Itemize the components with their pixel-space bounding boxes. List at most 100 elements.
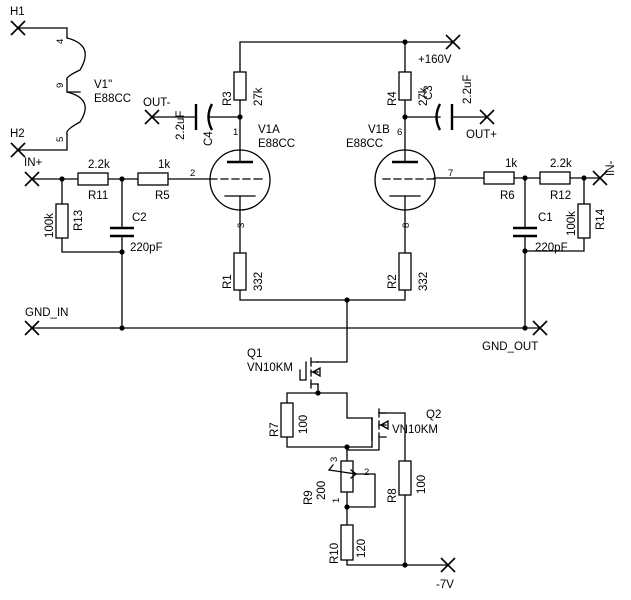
label-in-minus: IN- — [605, 161, 617, 177]
c2-ref: C2 — [132, 212, 147, 224]
c4-value: 2.2uF — [175, 111, 187, 140]
c1-value: 220pF — [535, 242, 568, 254]
label-h1: H1 — [10, 6, 25, 18]
resistor-r3: R3 27k — [222, 71, 265, 106]
resistor-r12: 2.2k R12 — [539, 158, 572, 202]
label-out-minus: OUT- — [143, 97, 171, 109]
capacitor-c1: C1 220pF — [513, 212, 568, 254]
mosfet-q2: Q2 VN10KM — [371, 408, 441, 442]
resistor-r1: R1 332 — [222, 252, 265, 291]
capacitor-c4: 2.2uF C4 — [175, 103, 215, 146]
label-gnd-out: GND_OUT — [482, 341, 538, 353]
q2-gate — [371, 408, 380, 442]
r3-value: 27k — [253, 87, 265, 106]
r13-ref: R13 — [73, 210, 85, 231]
r5-value: 1k — [158, 159, 170, 171]
resistor-r2: R2 332 — [387, 252, 430, 291]
r2-value: 332 — [418, 272, 430, 291]
heater-pin-4: 4 — [55, 39, 66, 44]
label-neg-supply: -7V — [436, 579, 454, 591]
v1b-pin-grid: 7 — [448, 168, 453, 179]
heater-type: E88CC — [94, 93, 131, 105]
label-h2: H2 — [10, 128, 25, 140]
tube-v1b: 6 7 8 V1B E88CC — [346, 124, 453, 228]
r1-value: 332 — [253, 272, 265, 291]
label-in-plus: IN+ — [24, 157, 43, 169]
resistor-r14: 100k R14 — [566, 203, 607, 239]
v1b-pin-cathode: 8 — [401, 223, 412, 228]
capacitor-c3: C3 2.2uF — [423, 75, 474, 131]
resistor-r5: 1k R5 — [137, 159, 170, 202]
r7-ref: R7 — [269, 422, 281, 437]
heater-pin-9: 9 — [55, 83, 66, 88]
tube-v1a: 1 2 3 V1A E88CC — [190, 124, 295, 228]
r4-ref: R4 — [387, 91, 399, 106]
label-out-plus: OUT+ — [466, 129, 497, 141]
r8-value: 100 — [416, 475, 428, 494]
q1-type: VN10KM — [247, 362, 293, 374]
r14-ref: R14 — [595, 208, 607, 230]
resistor-r7: R7 100 — [269, 402, 310, 438]
v1b-ref: V1B — [368, 124, 390, 136]
r11-value: 2.2k — [88, 159, 110, 171]
r12-ref: R12 — [550, 190, 571, 202]
resistor-r10: R10 120 — [329, 524, 368, 564]
r3-ref: R3 — [222, 91, 234, 106]
mosfet-q1: Q1 VN10KM — [247, 348, 321, 389]
wires — [31, 41, 601, 566]
junctions — [59, 39, 587, 568]
c2-value: 220pF — [130, 242, 163, 254]
label-gnd-in: GND_IN — [25, 307, 68, 319]
r10-value: 120 — [356, 539, 368, 558]
terminal-h1[interactable] — [10, 20, 26, 36]
c4-ref: C4 — [203, 131, 215, 146]
heater-coil-top — [66, 37, 86, 81]
v1a-pin-anode: 1 — [233, 127, 238, 138]
v1a-pin-cathode: 3 — [236, 223, 247, 228]
q1-ref: Q1 — [247, 348, 262, 360]
resistor-r6: 1k R6 — [483, 158, 517, 202]
resistor-r9: R9 200 3 2 1 — [303, 457, 369, 505]
label-supply: +160V — [418, 54, 452, 66]
resistor-r13: 100k R13 — [44, 203, 85, 239]
resistor-r4: R4 27k — [387, 71, 430, 106]
v1a-type: E88CC — [258, 138, 295, 150]
heater-coil-bottom — [66, 91, 86, 135]
r9-adjust-arrow — [328, 469, 358, 479]
r4-value: 27k — [418, 87, 430, 106]
r6-value: 1k — [505, 158, 517, 170]
heater-ref: V1" — [94, 79, 112, 91]
r9-pin2: 2 — [364, 467, 369, 478]
terminal-h2[interactable] — [10, 142, 26, 158]
c3-value: 2.2uF — [462, 75, 474, 104]
r12-value: 2.2k — [550, 158, 572, 170]
r10-ref: R10 — [329, 543, 341, 564]
r9-pin3: 3 — [329, 457, 340, 462]
r9-value: 200 — [316, 481, 328, 500]
r13-value: 100k — [44, 213, 56, 238]
v1b-type: E88CC — [346, 138, 383, 150]
r9-ref: R9 — [303, 490, 315, 505]
q2-ref: Q2 — [426, 409, 441, 421]
v1b-pin-anode: 6 — [397, 127, 402, 138]
r8-ref: R8 — [387, 488, 399, 503]
resistor-r8: R8 100 — [387, 460, 428, 503]
r5-ref: R5 — [155, 190, 170, 202]
c1-ref: C1 — [538, 212, 553, 224]
r6-ref: R6 — [500, 190, 515, 202]
r14-value: 100k — [566, 211, 578, 236]
q1-gate — [299, 357, 312, 389]
heater-pin-5: 5 — [55, 137, 66, 142]
v1a-pin-grid: 2 — [190, 168, 195, 179]
c3-ref: C3 — [423, 85, 435, 100]
r1-ref: R1 — [222, 274, 234, 289]
r7-value: 100 — [298, 415, 310, 434]
r9-pin1: 1 — [331, 498, 342, 503]
q2-type: VN10KM — [392, 424, 438, 436]
resistor-r11: 2.2k R11 — [77, 159, 110, 202]
capacitor-c2: C2 220pF — [110, 212, 163, 254]
r11-ref: R11 — [88, 190, 108, 202]
r2-ref: R2 — [387, 274, 399, 289]
v1a-ref: V1A — [258, 124, 280, 136]
